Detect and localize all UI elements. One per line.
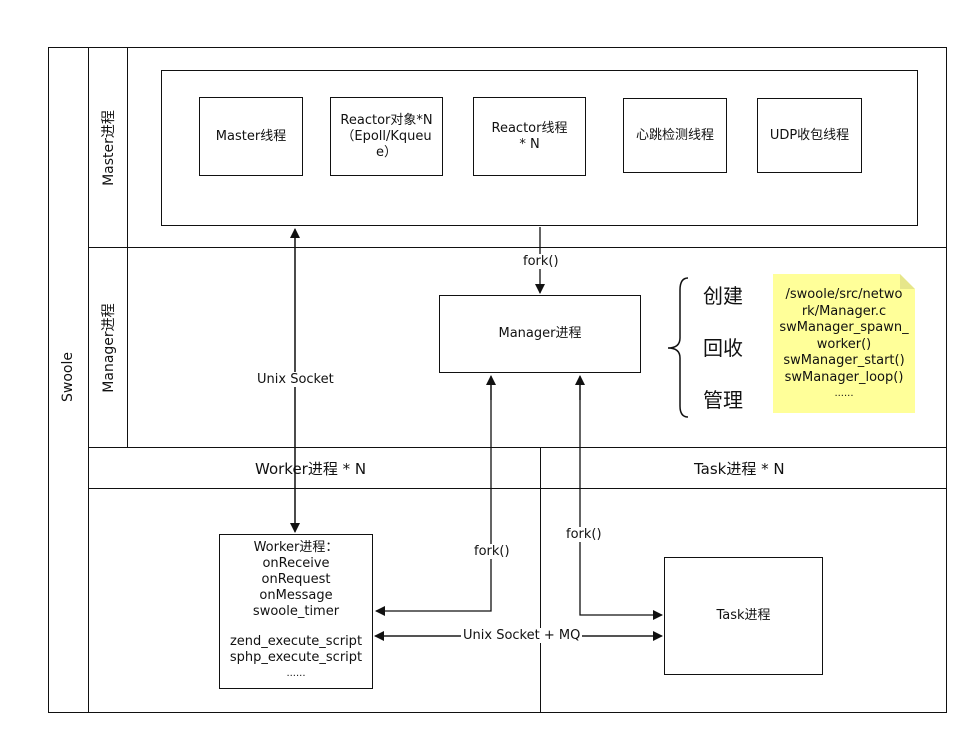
fork-worker-edge xyxy=(375,377,492,616)
worker-process-box: Worker进程： onReceive onRequest onMessage … xyxy=(219,534,373,689)
note-line: /swoole/src/netwo xyxy=(785,287,903,302)
task-process-box: Task进程 xyxy=(664,557,823,675)
manager-process-box: Manager进程 xyxy=(439,295,641,373)
master-label-column xyxy=(88,47,128,248)
heartbeat-thread-label: 心跳检测线程 xyxy=(635,127,714,143)
note-line: rk/Manager.c xyxy=(801,303,887,319)
reactor-object-box: Reactor对象*N （Epoll/Kqueu e） xyxy=(330,97,443,176)
fork-task-label: fork() xyxy=(564,527,604,542)
role-create: 创建 xyxy=(703,284,743,308)
unix-socket-label: Unix Socket xyxy=(255,372,336,387)
worker-line: onReceive xyxy=(262,556,330,571)
reactor-object-line-3: e） xyxy=(376,144,397,160)
worker-header xyxy=(88,447,541,489)
worker-line: swoole_timer xyxy=(252,604,340,619)
swoole-label-column xyxy=(48,47,89,713)
manager-process-box-label: Manager进程 xyxy=(498,326,582,341)
roles-brace xyxy=(667,277,689,418)
master-thread-box: Master线程 xyxy=(199,97,303,176)
manager-source-note: /swoole/src/netwo rk/Manager.c swManager… xyxy=(773,274,915,413)
udp-thread-label: UDP收包线程 xyxy=(769,127,850,143)
reactor-thread-line-1: Reactor线程 xyxy=(491,120,568,136)
reactor-thread-line-2: * N xyxy=(519,136,540,152)
role-reclaim: 回收 xyxy=(703,336,743,360)
worker-line: ...... xyxy=(286,668,306,679)
reactor-object-line-2: （Epoll/Kqueu xyxy=(341,128,432,144)
task-section-header: Task进程 * N xyxy=(694,460,785,478)
worker-section-header: Worker进程 * N xyxy=(255,460,367,478)
task-process-label: Task进程 xyxy=(716,608,771,623)
note-line: worker() xyxy=(816,336,872,352)
fork-master-manager-label: fork() xyxy=(521,254,561,269)
role-manage: 管理 xyxy=(703,388,743,412)
heartbeat-thread-box: 心跳检测线程 xyxy=(623,98,727,173)
udp-thread-box: UDP收包线程 xyxy=(757,98,862,173)
worker-line: zend_execute_script xyxy=(229,634,363,649)
manager-label-column xyxy=(88,247,128,448)
fork-worker-label: fork() xyxy=(472,544,512,559)
note-fold-corner xyxy=(900,274,915,289)
note-line: swManager_spawn_ xyxy=(779,320,909,335)
master-thread-label: Master线程 xyxy=(215,128,287,144)
worker-line: sphp_execute_script xyxy=(229,650,363,665)
note-line: swManager_start() xyxy=(783,353,905,368)
note-line: swManager_loop() xyxy=(784,369,904,385)
reactor-object-line-1: Reactor对象*N xyxy=(340,112,433,128)
worker-line: Worker进程： xyxy=(253,540,339,555)
reactor-thread-box: Reactor线程 * N xyxy=(473,97,586,176)
note-line: ...... xyxy=(834,388,854,399)
worker-line: onRequest xyxy=(261,572,331,587)
unix-socket-mq-label: Unix Socket + MQ xyxy=(461,628,583,643)
task-header xyxy=(540,447,947,489)
worker-line: onMessage xyxy=(259,588,333,603)
fork-task-edge xyxy=(579,377,663,620)
